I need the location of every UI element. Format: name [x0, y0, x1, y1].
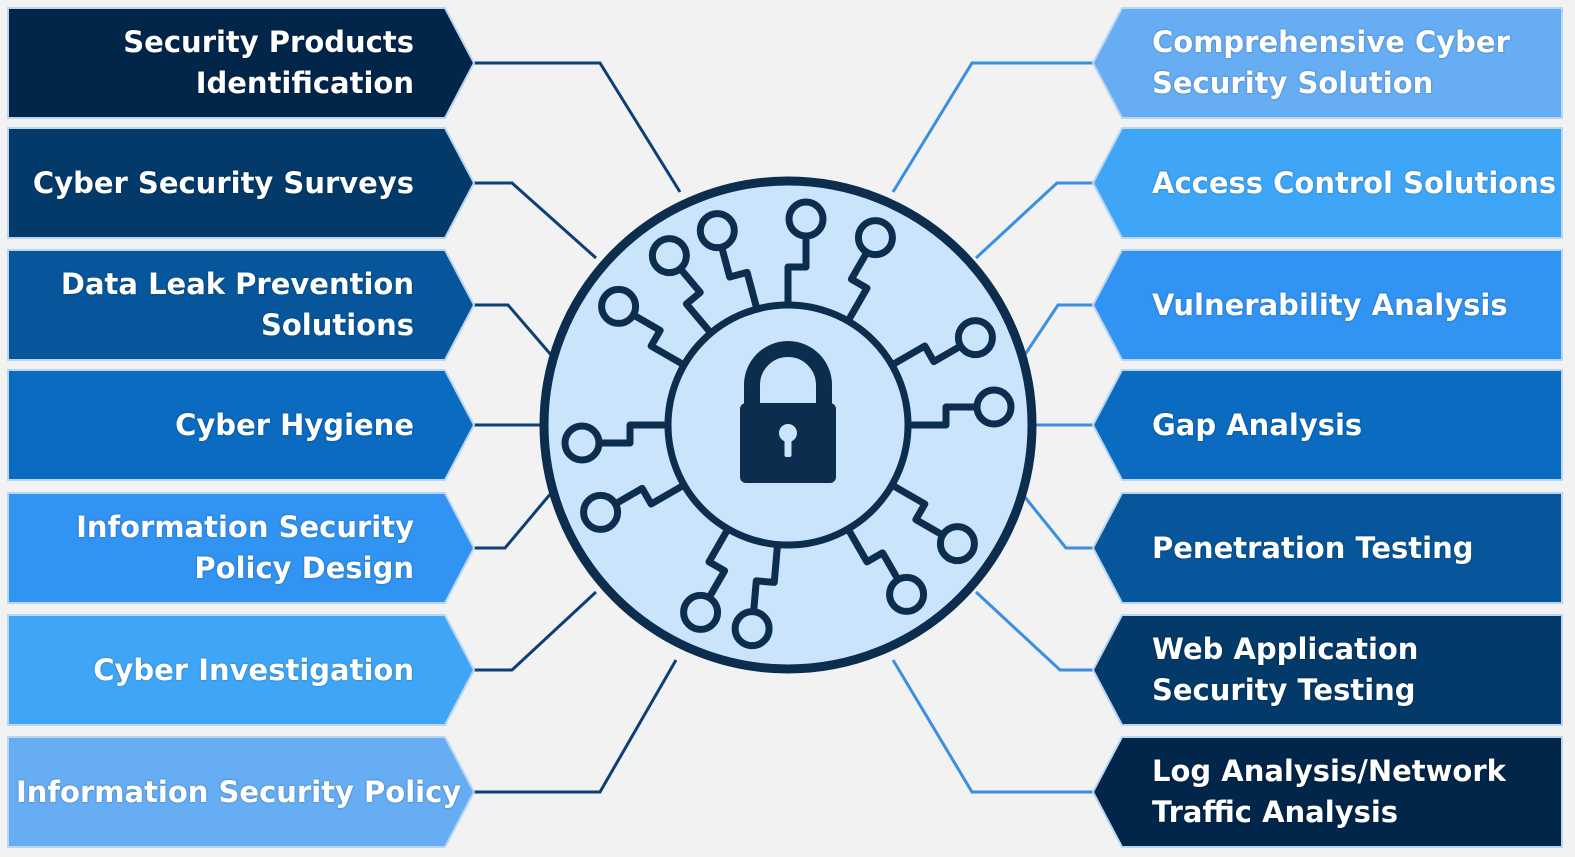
- right-service-box-2: [1091, 127, 1563, 239]
- service-label-line: Comprehensive Cyber: [1152, 25, 1510, 59]
- right-service-box-5: [1091, 492, 1563, 604]
- service-label-line: Security Testing: [1152, 673, 1416, 707]
- circuit-node-icon-5: [954, 317, 996, 359]
- circuit-trace-6: [910, 403, 978, 429]
- circuit-trace-9: [750, 546, 781, 614]
- left-service-label-6: Cyber Investigation: [16, 615, 414, 725]
- service-label-line: Information Security: [76, 510, 414, 544]
- circuit-node-icon-3: [785, 198, 827, 240]
- service-label-line: Policy Design: [194, 551, 414, 585]
- service-label-line: Vulnerability Analysis: [1152, 287, 1508, 322]
- padlock-icon: [740, 341, 836, 483]
- left-service-box-2: [7, 127, 476, 239]
- service-label-line: Cyber Hygiene: [175, 407, 414, 442]
- left-service-label-2: Cyber Security Surveys: [16, 128, 414, 238]
- left-connector-line-2: [474, 181, 597, 260]
- circuit-node-icon-11: [580, 491, 622, 533]
- left-service-box-5: [7, 492, 476, 604]
- circuit-trace-5: [891, 342, 964, 368]
- service-label-line: Information Security Policy: [16, 774, 462, 809]
- right-service-box-3: [1091, 249, 1563, 361]
- circuit-node-icon-9: [731, 608, 773, 650]
- right-service-label-2: Access Control Solutions: [1152, 128, 1557, 238]
- left-service-box-7: [7, 736, 476, 848]
- service-label-line: Cyber Investigation: [93, 652, 414, 687]
- right-service-box-1: [1091, 7, 1563, 119]
- left-service-box-3: [7, 249, 476, 361]
- circuit-node-icon-7: [936, 523, 978, 565]
- right-service-label-5: Penetration Testing: [1152, 493, 1552, 603]
- circuit-node-icon-12: [561, 422, 603, 464]
- service-boxes: [7, 7, 1563, 848]
- service-label-line: Identification: [195, 66, 414, 100]
- circuit-trace-10: [705, 528, 731, 601]
- left-connector-line-1: [474, 61, 682, 193]
- circuit-trace-12: [598, 421, 666, 447]
- right-connector-line-6: [974, 590, 1093, 672]
- circuit-node-icon-1: [648, 235, 690, 277]
- right-connector-line-3: [1022, 303, 1093, 357]
- left-service-label-7: Information Security Policy: [16, 737, 462, 847]
- connector-lines: [474, 61, 1093, 794]
- circuit-node-icon-2: [696, 210, 738, 252]
- circuit-trace-13: [630, 311, 685, 368]
- service-label-line: Log Analysis/Network: [1152, 754, 1506, 788]
- service-label-line: Cyber Security Surveys: [32, 165, 414, 200]
- left-connector-line-3: [474, 303, 554, 357]
- padlock-keyhole-slot: [784, 435, 792, 457]
- service-label-line: Solutions: [260, 308, 414, 342]
- service-label-line: Data Leak Prevention: [60, 267, 414, 301]
- circuit-trace-8: [845, 528, 902, 583]
- circuit-trace-4: [845, 249, 871, 322]
- right-connector-line-1: [891, 61, 1093, 193]
- right-connector-line-5: [1022, 495, 1093, 550]
- circuit-trace-2: [718, 245, 760, 309]
- circuit-node-icon-4: [854, 217, 896, 259]
- right-service-box-6: [1091, 614, 1563, 726]
- circuit-trace-7: [891, 482, 946, 539]
- left-connector-line-7: [474, 659, 678, 794]
- service-label-line: Traffic Analysis: [1152, 795, 1399, 829]
- circuit-trace-3: [784, 235, 810, 303]
- circuit-node-icon-8: [886, 573, 928, 615]
- right-service-box-7: [1091, 736, 1563, 848]
- left-service-box-6: [7, 614, 476, 726]
- right-connector-line-7: [891, 659, 1093, 794]
- left-service-box-4: [7, 369, 476, 481]
- circuit-trace-11: [612, 482, 685, 508]
- service-label-line: Web Application: [1152, 632, 1419, 666]
- left-connector-line-5: [474, 491, 554, 550]
- service-label-line: Access Control Solutions: [1152, 165, 1557, 200]
- right-service-box-4: [1091, 369, 1563, 481]
- service-label-line: Gap Analysis: [1152, 407, 1363, 442]
- service-label-line: Penetration Testing: [1152, 530, 1474, 565]
- service-label-line: Security Solution: [1152, 66, 1434, 100]
- security-hub: [539, 176, 1037, 674]
- circuit-node-icon-6: [973, 386, 1015, 428]
- left-service-box-1: [7, 7, 476, 119]
- padlock-shackle: [744, 341, 832, 405]
- right-service-label-3: Vulnerability Analysis: [1152, 250, 1552, 360]
- left-service-label-4: Cyber Hygiene: [16, 370, 414, 480]
- left-connector-line-6: [474, 590, 598, 672]
- right-connector-line-2: [974, 181, 1093, 260]
- circuit-node-icon-10: [680, 591, 722, 633]
- padlock-keyhole: [779, 424, 797, 442]
- circuit-node-icon-13: [598, 285, 640, 327]
- circuit-trace-1: [676, 265, 713, 334]
- right-service-label-4: Gap Analysis: [1152, 370, 1552, 480]
- service-label-line: Security Products: [123, 25, 414, 59]
